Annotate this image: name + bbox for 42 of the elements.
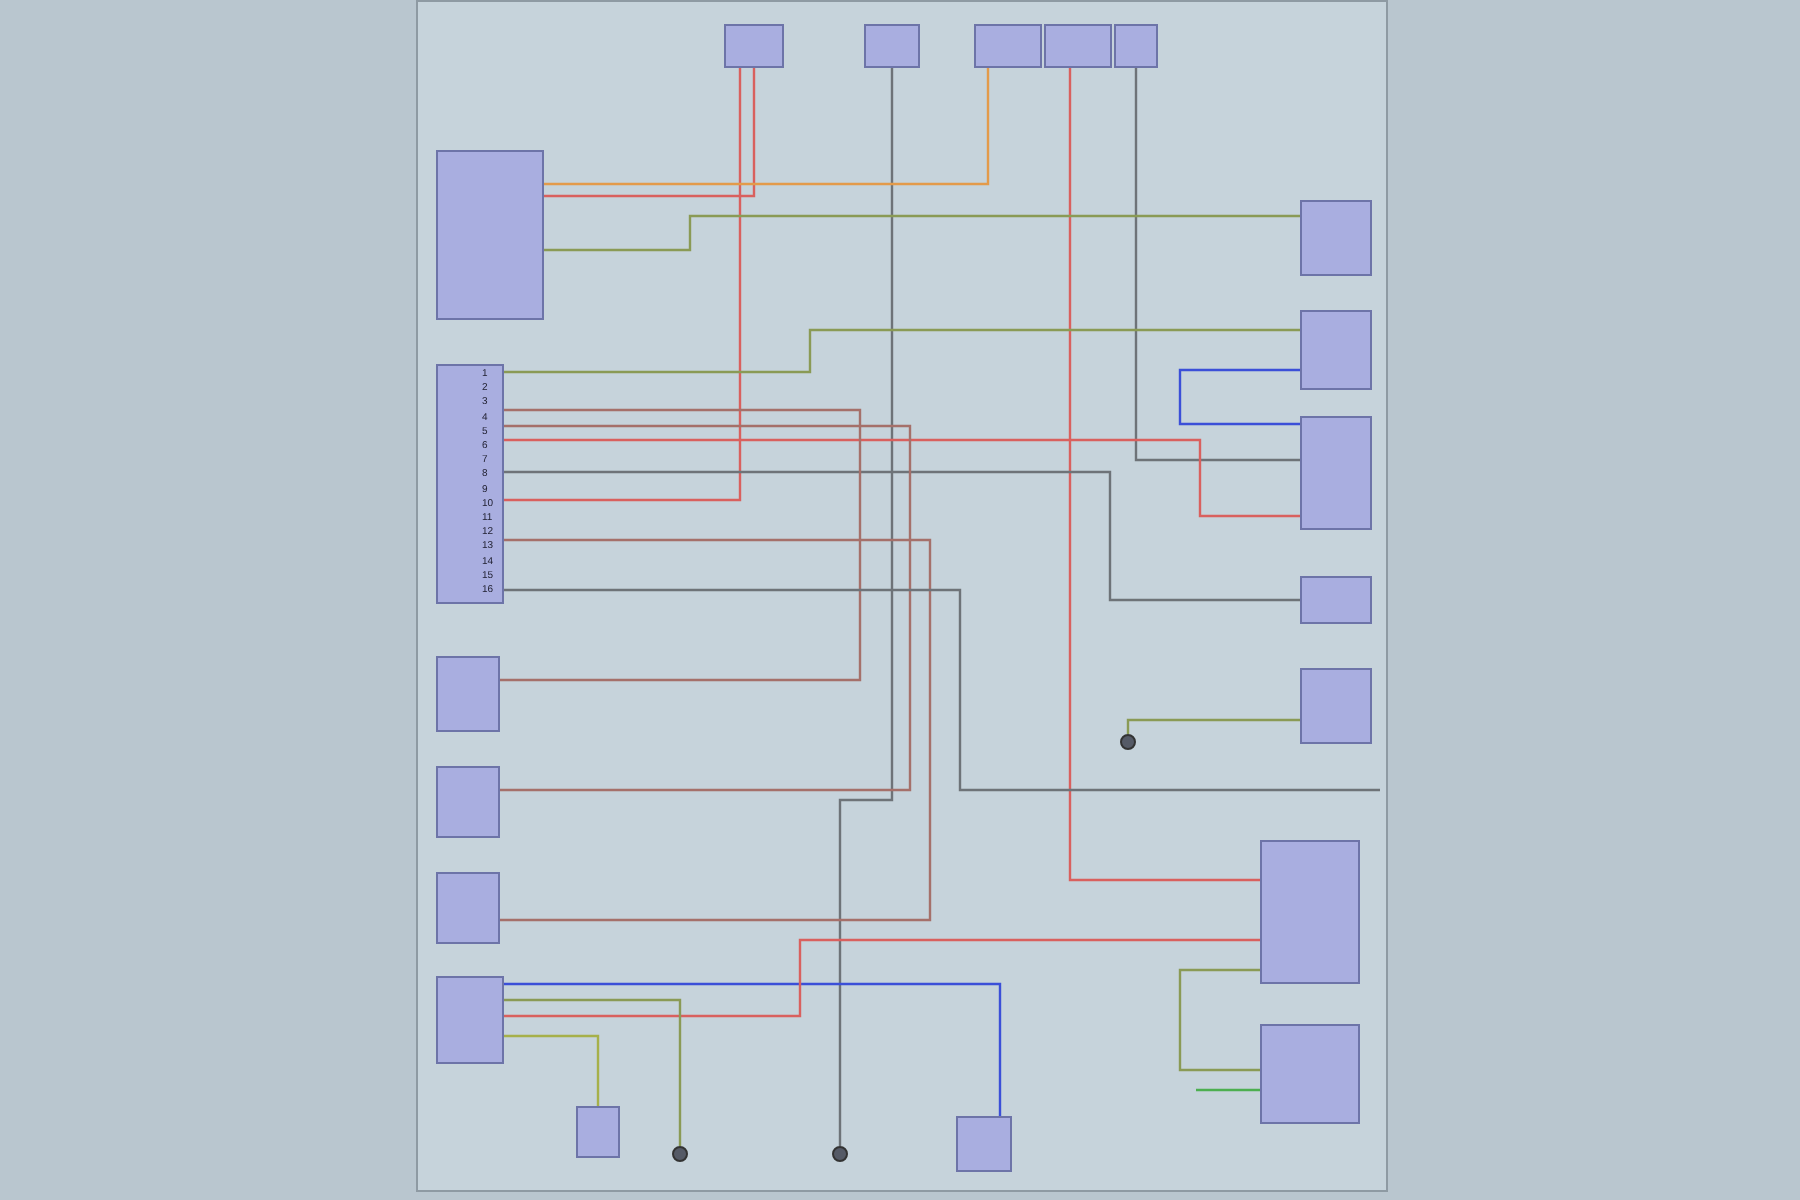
wire: [1126, 718, 1300, 734]
wire: [504, 68, 742, 502]
component-box: [436, 150, 544, 320]
component-box: [436, 364, 504, 604]
wire: [1178, 368, 1300, 426]
component-box: [436, 766, 500, 838]
wire: [544, 68, 756, 198]
wire: [504, 938, 1260, 1018]
wire: [504, 998, 682, 1146]
wire: [504, 1034, 600, 1106]
wire: [504, 588, 1380, 792]
wire: [504, 982, 1002, 1116]
wire: [500, 408, 862, 682]
wire: [504, 328, 1300, 374]
component-box: [1300, 576, 1372, 624]
component-box: [1114, 24, 1158, 68]
wire: [1196, 1088, 1260, 1092]
component-box: [974, 24, 1042, 68]
wire: [1134, 68, 1300, 462]
component-box: [576, 1106, 620, 1158]
wire: [1068, 68, 1260, 882]
component-box: [1300, 200, 1372, 276]
component-box: [724, 24, 784, 68]
wire: [1178, 968, 1260, 1072]
component-box: [436, 656, 500, 732]
component-box: [956, 1116, 1012, 1172]
wire: [504, 438, 1300, 518]
component-box: [864, 24, 920, 68]
component-box: [1260, 840, 1360, 984]
wire: [500, 424, 912, 792]
wire: [544, 214, 1300, 252]
component-box: [436, 976, 504, 1064]
component-box: [1044, 24, 1112, 68]
wire: [544, 68, 990, 186]
component-box: [436, 872, 500, 944]
component-box: [1260, 1024, 1360, 1124]
wire: [838, 68, 894, 1146]
wire: [500, 538, 932, 922]
component-box: [1300, 668, 1372, 744]
component-box: [1300, 416, 1372, 530]
wire: [504, 470, 1300, 602]
component-box: [1300, 310, 1372, 390]
